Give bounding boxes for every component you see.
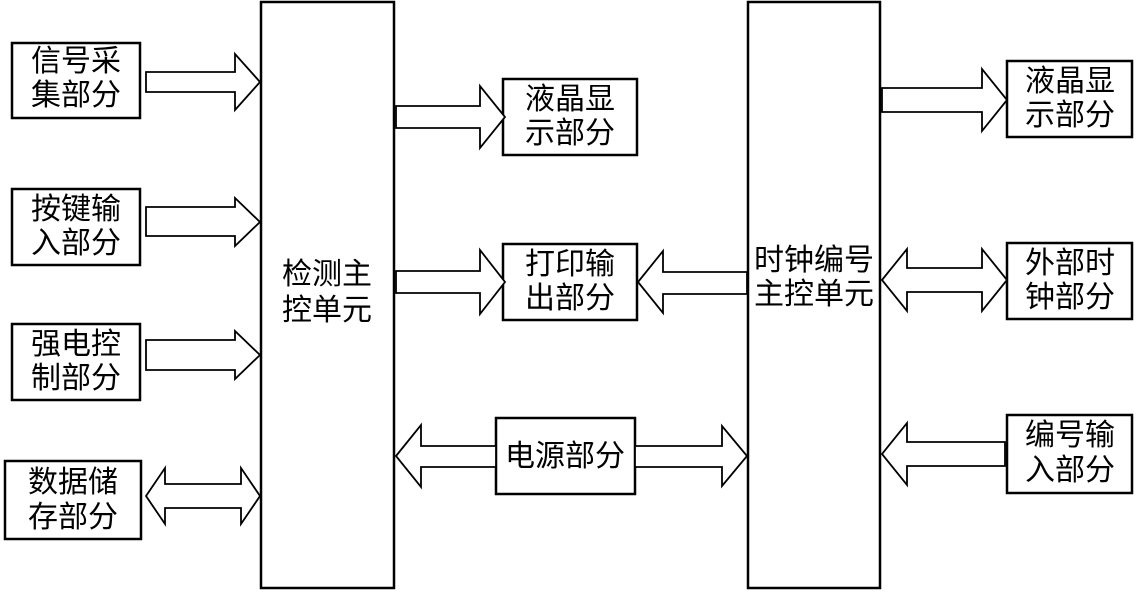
number-input-label-line2: 入部分	[1025, 453, 1115, 488]
data-storage-label-line1: 数据储	[28, 465, 118, 500]
external-clock-box	[1005, 241, 1134, 321]
external-clock-label-line1: 外部时	[1025, 246, 1115, 281]
arrow-detection-to-lcd-center	[395, 83, 507, 151]
arrow-power-control-to-detection	[145, 328, 262, 382]
power-control-label-line2: 制部分	[31, 361, 121, 396]
lcd-display-right-box	[1005, 59, 1134, 139]
arrow-number-input-to-clock-control	[880, 420, 1006, 488]
arrow-key-to-detection	[145, 195, 262, 249]
lcd-display-center-label-line1: 液晶显	[525, 82, 615, 117]
key-input-label-line1: 按键输	[31, 192, 121, 227]
power-supply-label: 电源部分	[505, 439, 625, 474]
external-clock-label-line2: 钟部分	[1025, 280, 1115, 315]
key-input-label-line2: 入部分	[31, 226, 121, 261]
arrow-detection-to-print	[395, 247, 507, 317]
lcd-display-center-label-line2: 示部分	[525, 116, 615, 151]
arrow-storage-detection-bidirectional	[144, 465, 262, 527]
signal-acquisition-box	[10, 41, 142, 120]
print-output-label-line1: 打印输	[525, 247, 615, 282]
data-storage-label-line2: 存部分	[28, 500, 118, 535]
detection-main-control-label-line2: 控单元	[282, 293, 372, 328]
arrow-clock-control-to-lcd-right	[881, 66, 1009, 134]
key-input-box	[10, 187, 142, 267]
print-output-box	[501, 242, 639, 322]
print-output-label-line2: 出部分	[525, 281, 615, 316]
clock-numbering-main-control-label-line2: 主控单元	[754, 277, 874, 312]
signal-acquisition-label-line1: 信号采	[31, 44, 121, 79]
number-input-box	[1005, 413, 1134, 495]
data-storage-box	[3, 459, 143, 541]
arrow-signal-to-detection	[145, 51, 262, 113]
arrow-power-clock-control-bidirectional	[634, 423, 749, 489]
arrow-clock-external-bidirectional	[880, 246, 1009, 314]
power-control-label-line1: 强电控	[31, 327, 121, 362]
detection-main-control-label-line1: 检测主	[282, 257, 372, 292]
lcd-display-right-label-line1: 液晶显	[1025, 64, 1115, 99]
clock-numbering-main-control-label-line1: 时钟编号	[754, 243, 874, 278]
detection-main-control-box	[259, 0, 396, 590]
number-input-label-line1: 编号输	[1025, 418, 1115, 453]
arrow-clock-control-to-print	[636, 248, 748, 316]
signal-acquisition-label-line2: 集部分	[31, 78, 121, 113]
power-control-box	[10, 322, 142, 402]
clock-numbering-main-control-box	[746, 0, 882, 590]
arrow-power-detection-bidirectional	[394, 422, 497, 490]
lcd-display-right-label-line2: 示部分	[1025, 98, 1115, 133]
